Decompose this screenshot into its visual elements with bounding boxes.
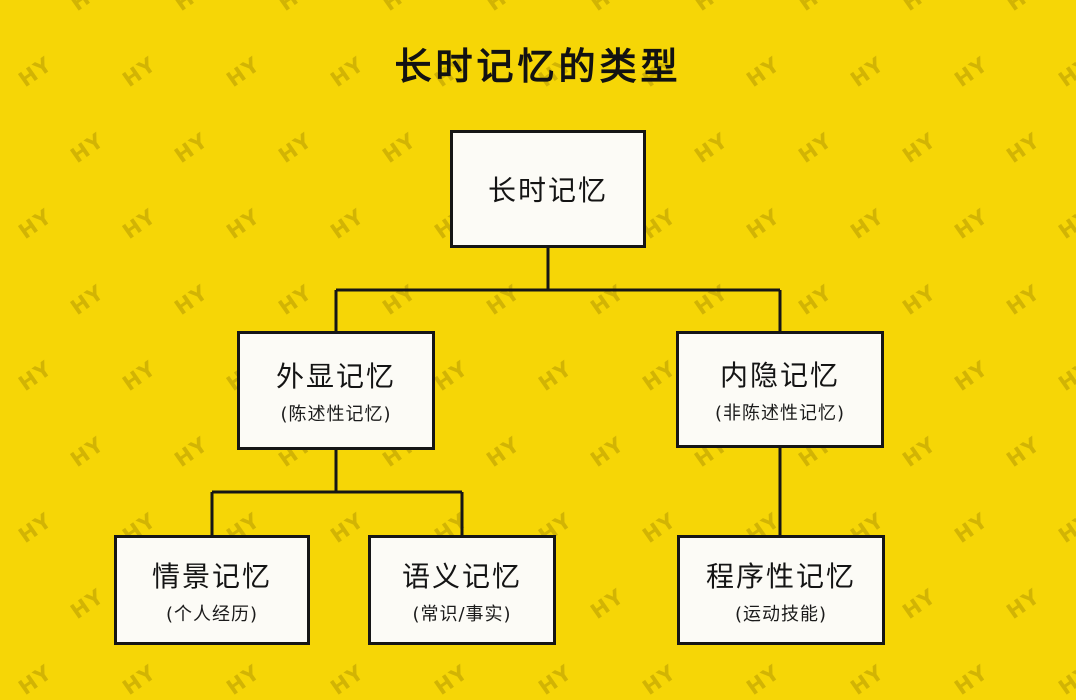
node-sublabel: (非陈述性记忆) <box>714 403 846 424</box>
node-long-term-memory: 长时记忆 <box>450 130 646 248</box>
node-procedural-memory: 程序性记忆 (运动技能) <box>677 535 885 645</box>
node-sublabel: (运动技能) <box>734 603 828 625</box>
node-label: 程序性记忆 <box>705 559 856 593</box>
node-sublabel: (陈述性记忆) <box>280 404 392 425</box>
node-implicit-memory: 内隐记忆 (非陈述性记忆) <box>676 331 884 448</box>
node-explicit-memory: 外显记忆 (陈述性记忆) <box>237 331 435 450</box>
node-label: 外显记忆 <box>275 360 396 393</box>
node-semantic-memory: 语义记忆 (常识/事实) <box>368 535 556 645</box>
node-sublabel: (常识/事实) <box>412 603 512 625</box>
node-label: 长时记忆 <box>487 174 608 207</box>
node-episodic-memory: 情景记忆 (个人经历) <box>114 535 310 645</box>
node-label: 内隐记忆 <box>719 359 840 392</box>
diagram-title: 长时记忆的类型 <box>394 45 682 88</box>
node-label: 语义记忆 <box>401 559 522 593</box>
node-label: 情景记忆 <box>151 559 272 593</box>
node-sublabel: (个人经历) <box>165 603 259 625</box>
